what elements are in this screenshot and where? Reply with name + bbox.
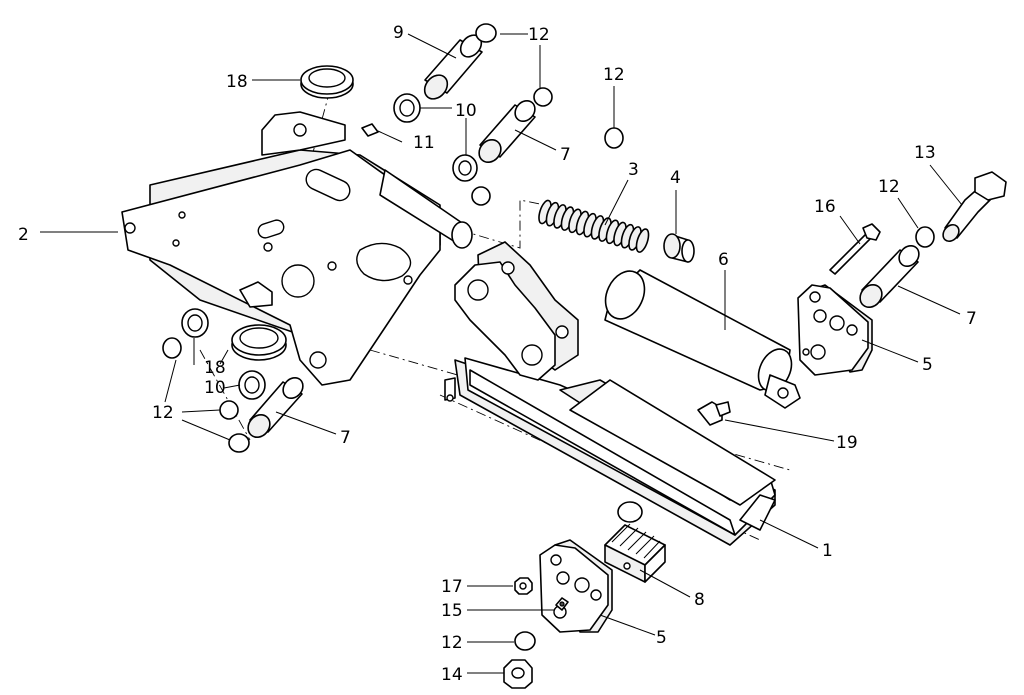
- main-frame-part-2: [121, 111, 473, 386]
- callout-10-left: 10: [204, 378, 226, 398]
- callout-12-c: 12: [878, 177, 900, 197]
- bushing-part-4: [663, 233, 695, 263]
- nut-part-17: [514, 577, 533, 595]
- pin-part-7-right: [859, 244, 920, 309]
- callout-19: 19: [836, 433, 858, 453]
- callout-12-e: 12: [441, 633, 463, 653]
- spring-coil: [635, 228, 650, 253]
- callout-5-bottom: 5: [656, 628, 667, 648]
- callout-12-a: 12: [528, 25, 550, 45]
- seal-part-18-top: [300, 65, 354, 99]
- callout-9: 9: [393, 23, 404, 43]
- callout-18-top: 18: [226, 72, 248, 92]
- end-plate-part-5-bottom: [539, 539, 613, 633]
- bolt-part-13: [942, 171, 1007, 243]
- callout-7-left: 7: [340, 428, 351, 448]
- screw-part-15: [555, 597, 569, 611]
- callout-2: 2: [18, 225, 29, 245]
- pad-block-part-8: [604, 523, 666, 583]
- callout-1: 1: [822, 541, 833, 561]
- callout-3: 3: [628, 160, 639, 180]
- bushing-part-10-top-b: [452, 154, 478, 182]
- callout-4: 4: [670, 168, 681, 188]
- snap-rings-part-12: [162, 23, 935, 651]
- grease-nipple-part-11: [361, 123, 379, 137]
- callout-15: 15: [441, 601, 463, 621]
- seal-part-18-left: [231, 324, 287, 361]
- leader-lines: [40, 33, 963, 674]
- elbow-fitting-part-19: [697, 401, 731, 426]
- callout-10-top: 10: [455, 101, 477, 121]
- bushing-part-10-left-a: [181, 308, 209, 338]
- callout-14: 14: [441, 665, 463, 685]
- callout-13: 13: [914, 143, 936, 163]
- pin-part-7-top: [478, 99, 536, 164]
- callout-5-right: 5: [922, 355, 933, 375]
- callout-7-right: 7: [966, 309, 977, 329]
- cylinder-part-6: [569, 269, 801, 506]
- callout-8: 8: [694, 590, 705, 610]
- callout-16: 16: [814, 197, 836, 217]
- nut-part-14: [503, 659, 533, 689]
- spring-part-3: [538, 199, 650, 253]
- callout-11: 11: [413, 133, 435, 153]
- pin-part-9: [423, 34, 483, 100]
- bushing-part-10-left-b: [238, 370, 266, 400]
- callout-12-d: 12: [152, 403, 174, 423]
- rail-bracket: [454, 241, 579, 381]
- callout-18-left: 18: [204, 358, 226, 378]
- callout-6: 6: [718, 250, 729, 270]
- end-plate-part-5-right: [797, 284, 873, 376]
- callout-12-b: 12: [603, 65, 625, 85]
- pin-part-7-left: [247, 376, 304, 439]
- callout-17: 17: [441, 577, 463, 597]
- bushing-part-10-top-a: [393, 93, 421, 123]
- callout-7-top: 7: [560, 145, 571, 165]
- callout-labels: 1 2 3 4 5 5 6 7 7 7 8 9 10 10 11 12 12 1…: [18, 23, 977, 685]
- screw-part-16: [829, 223, 881, 275]
